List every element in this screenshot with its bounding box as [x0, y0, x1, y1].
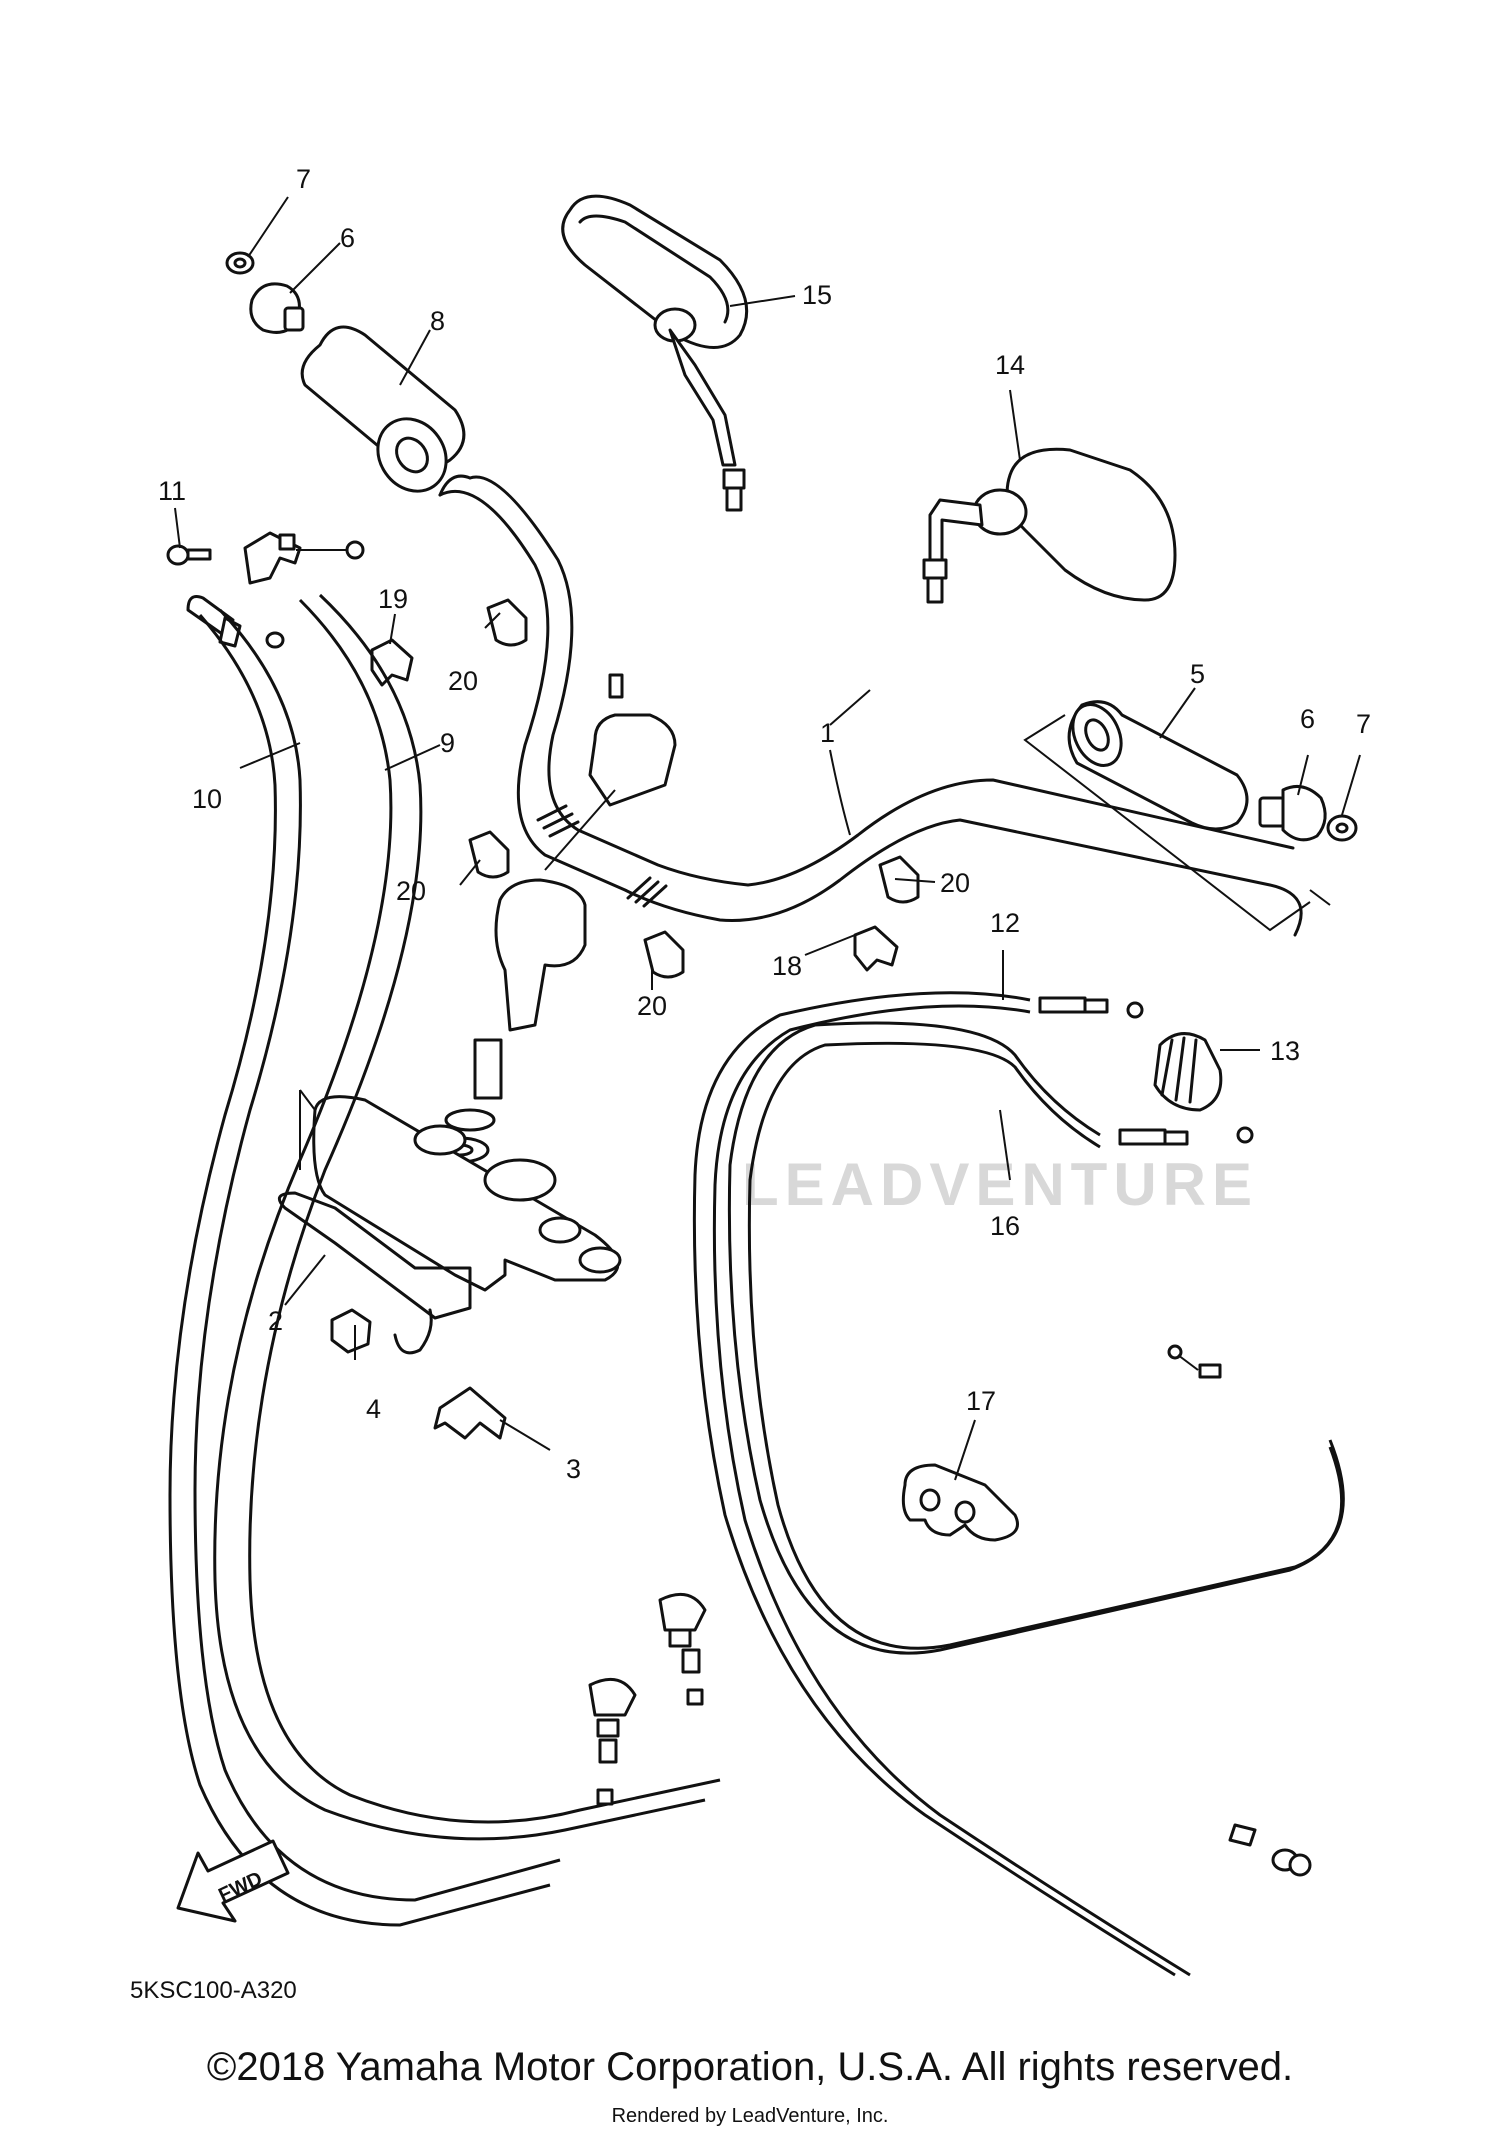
callout-6b: 6: [1300, 704, 1315, 734]
callout-10: 10: [192, 784, 222, 814]
rendered-by-notice: Rendered by LeadVenture, Inc.: [611, 2105, 889, 2127]
callout-4: 4: [366, 1394, 381, 1424]
handlebar-cable-diagram: LEADVENTURE: [130, 164, 1371, 2004]
part-18-clamp: [853, 925, 899, 972]
callout-18: 18: [772, 951, 802, 981]
callout-7a: 7: [296, 164, 311, 194]
part-8-grip-left: [300, 325, 466, 493]
part-20-clamp-b: [468, 830, 510, 879]
fwd-arrow: FWD: [176, 1839, 290, 1923]
callout-20d: 20: [940, 868, 970, 898]
part-7-washer-left: [225, 251, 255, 275]
part-14-mirror-right: [922, 447, 1177, 604]
callout-20a: 20: [448, 666, 478, 696]
callout-19: 19: [378, 584, 408, 614]
callout-20b: 20: [396, 876, 426, 906]
watermark-text: LEADVENTURE: [742, 1151, 1258, 1218]
handlebar-holder: [430, 673, 677, 1164]
callout-1: 1: [820, 718, 835, 748]
callouts: 7 6 8 15 14 11 19 20 9 10 1 5 6 7 20 20 …: [158, 164, 1371, 1484]
part-11-bolt: [166, 544, 212, 566]
callout-11: 11: [158, 476, 186, 506]
part-13-boot: [1153, 1032, 1223, 1112]
part-15-mirror-left: [561, 194, 749, 512]
part-20-clamp-c: [643, 930, 685, 979]
callout-8: 8: [430, 306, 445, 336]
callout-9: 9: [440, 728, 455, 758]
part-19-clamp: [370, 638, 414, 687]
callout-5: 5: [1190, 659, 1205, 689]
callout-17: 17: [966, 1386, 996, 1416]
part-6-end-weight-left: [249, 282, 305, 334]
part-6-end-weight-right: [1258, 784, 1327, 842]
callout-20c: 20: [637, 991, 667, 1021]
callout-7b: 7: [1356, 709, 1371, 739]
part-20-clamp-a: [486, 598, 528, 647]
callout-2: 2: [268, 1306, 283, 1336]
callout-15: 15: [802, 280, 832, 310]
copyright-notice: ©2018 Yamaha Motor Corporation, U.S.A. A…: [206, 2045, 1294, 2089]
part-4-nut: [330, 1308, 372, 1354]
callout-3: 3: [566, 1454, 581, 1484]
cable-fittings-top: [186, 531, 365, 649]
callout-16: 16: [990, 1211, 1020, 1241]
part-1-handlebar: [438, 474, 1331, 937]
upper-bracket: [299, 1089, 622, 1292]
callout-13: 13: [1270, 1036, 1300, 1066]
leader-lines: [174, 196, 1361, 1481]
callout-6a: 6: [340, 223, 355, 253]
part-2-guide: [277, 1191, 472, 1355]
part-7-washer-right: [1326, 814, 1358, 842]
cables-12-16: [692, 991, 1345, 1977]
diagram-code: 5KSC100-A320: [130, 1977, 297, 2004]
part-5-grip-right: [1067, 700, 1249, 831]
part-17-holder: [901, 1463, 1019, 1542]
part-3-clamp: [433, 1386, 507, 1440]
throttle-cables-left: [168, 593, 721, 1927]
callout-14: 14: [995, 350, 1025, 380]
callout-12: 12: [990, 908, 1020, 938]
